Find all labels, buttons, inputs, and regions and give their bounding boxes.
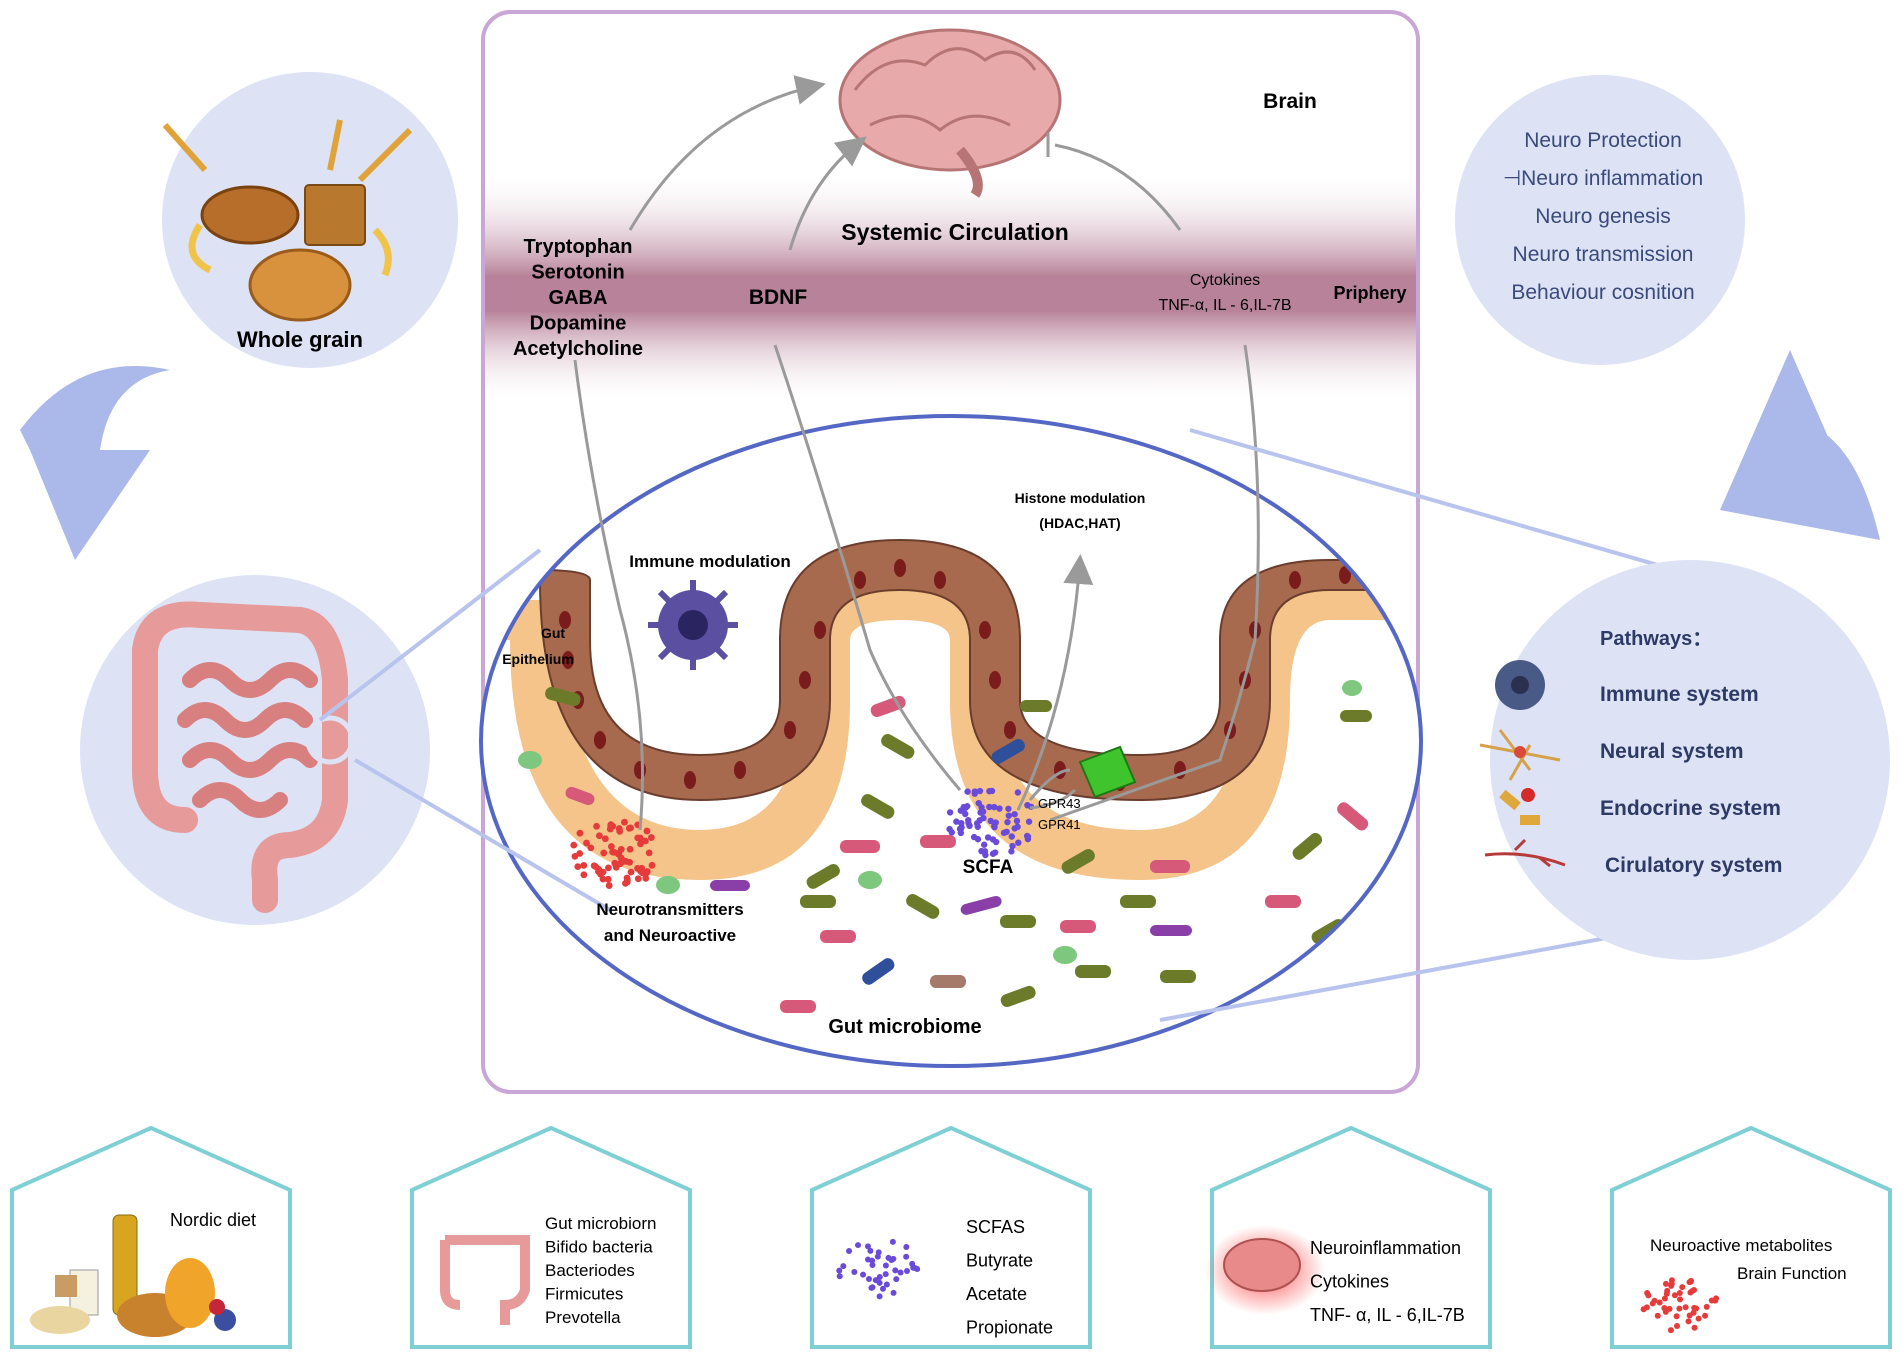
immune-cell bbox=[648, 580, 738, 670]
central-frame bbox=[481, 10, 1420, 1094]
outcome-label: Behaviour cosnition bbox=[1511, 281, 1694, 304]
scfa-dots bbox=[946, 787, 1035, 859]
systemic-circulation-band bbox=[485, 170, 1416, 405]
pathway-arrows bbox=[573, 75, 1260, 831]
brain-label: Brain bbox=[1263, 90, 1317, 113]
molecule-label: Tryptophan bbox=[524, 236, 633, 258]
bottom-house bbox=[410, 1125, 692, 1349]
enteroendocrine-cell bbox=[1078, 745, 1137, 799]
outcome-label: Neuro Protection bbox=[1524, 129, 1682, 152]
bottom-box-label: TNF- α, IL - 6,IL-7B bbox=[1310, 1305, 1465, 1325]
neurotransmitter-label: and Neuroactive bbox=[604, 926, 736, 945]
pathway-label: Endocrine system bbox=[1600, 797, 1781, 820]
bottom-box-label: Gut microbiorn bbox=[545, 1214, 656, 1233]
neuroactive-mini-dots bbox=[1640, 1277, 1720, 1334]
immune-modulation-label: Immune modulation bbox=[629, 552, 791, 571]
outcome-list: Neuro Protection ⊣Neuro inflammationNeuro… bbox=[1503, 129, 1703, 304]
cytokine-label: TNF-α, IL - 6,IL-7B bbox=[1158, 297, 1291, 314]
scfa-mini-dots bbox=[836, 1238, 921, 1300]
bottom-box-label: Cytokines bbox=[1310, 1272, 1389, 1292]
vessel-icon bbox=[1484, 838, 1566, 868]
nordic-food-icon bbox=[30, 1214, 236, 1337]
periphery-label: Priphery bbox=[1333, 283, 1406, 303]
gut-oval-outline bbox=[479, 414, 1423, 1068]
histone-label: (HDAC,HAT) bbox=[1039, 515, 1120, 531]
scfa-label: SCFA bbox=[963, 857, 1014, 878]
histone-labels: Histone modulation (HDAC,HAT) bbox=[1015, 490, 1146, 531]
bottom-house bbox=[810, 1125, 1092, 1349]
bottom-box-label: Prevotella bbox=[545, 1308, 621, 1327]
systemic-circulation-label: Systemic Circulation bbox=[841, 219, 1069, 245]
pathway-icons bbox=[1479, 660, 1566, 868]
neurotransmitter-labels: Neurotransmitters and Neuroactive bbox=[596, 900, 743, 945]
bottom-box-label: Bacteriodes bbox=[545, 1261, 635, 1280]
gpr-label: GPR43 bbox=[1038, 796, 1081, 811]
pathway-label: Neural system bbox=[1600, 740, 1744, 763]
brain-illustration bbox=[838, 28, 1062, 198]
whole-grain-label: Whole grain bbox=[237, 327, 363, 352]
neurotransmitter-label: Neurotransmitters bbox=[596, 900, 743, 919]
brain-mini-icon bbox=[1223, 1238, 1301, 1292]
bottom-box-label: Nordic diet bbox=[170, 1210, 256, 1230]
outcome-label: Neuro transmission bbox=[1513, 243, 1694, 266]
molecule-label: Serotonin bbox=[531, 262, 624, 284]
bottom-box-label: SCFAS bbox=[966, 1217, 1025, 1237]
epithelial-nuclei bbox=[514, 559, 1401, 791]
bottom-houses bbox=[10, 1125, 1892, 1349]
outcome-label: Neuro genesis bbox=[1535, 205, 1670, 228]
pathway-label: Cirulatory system bbox=[1605, 854, 1782, 877]
hormone-icon bbox=[1499, 788, 1540, 825]
bottom-box-label: Neuroactive metabolites bbox=[1650, 1236, 1832, 1255]
molecule-label: Dopamine bbox=[530, 313, 627, 335]
epithelium-label: Gut bbox=[541, 625, 565, 641]
bottom-box-label: Butyrate bbox=[966, 1251, 1033, 1271]
gut-microbiome-label: Gut microbiome bbox=[828, 1016, 981, 1038]
intestine-icon bbox=[132, 601, 355, 913]
gpr-label: GPR41 bbox=[1038, 817, 1081, 832]
neurotransmitter-dots bbox=[570, 818, 656, 889]
bottom-box-label: Bifido bacteria bbox=[545, 1238, 653, 1257]
outcomes-circle bbox=[1455, 75, 1745, 365]
bdnf-label: BDNF bbox=[749, 286, 807, 309]
epithelium-label: Epithelium bbox=[502, 651, 574, 667]
outcome-label: ⊣Neuro inflammation bbox=[1503, 167, 1703, 190]
bottom-box-label: Neuroinflammation bbox=[1310, 1238, 1461, 1258]
colon-icon bbox=[440, 1235, 530, 1325]
zoom-lines bbox=[318, 428, 1676, 1022]
molecule-label: GABA bbox=[549, 287, 608, 309]
bottom-box-label: Brain Function bbox=[1737, 1264, 1847, 1283]
bottom-box-label: Acetate bbox=[966, 1284, 1027, 1304]
bottom-box-label: Firmicutes bbox=[545, 1285, 623, 1304]
histone-label: Histone modulation bbox=[1015, 490, 1146, 506]
pathways-circle bbox=[1490, 560, 1890, 960]
pathway-label: Immune system bbox=[1600, 683, 1759, 706]
molecule-label: Acetylcholine bbox=[513, 338, 643, 360]
whole-grain-icon bbox=[162, 119, 413, 322]
right-cycle-arrow bbox=[1720, 350, 1880, 540]
bottom-box-label: Propionate bbox=[966, 1318, 1053, 1338]
cytokine-label: Cytokines bbox=[1190, 272, 1260, 289]
left-cycle-arrow bbox=[20, 366, 170, 560]
pathways-title: Pathways： bbox=[1600, 628, 1712, 650]
